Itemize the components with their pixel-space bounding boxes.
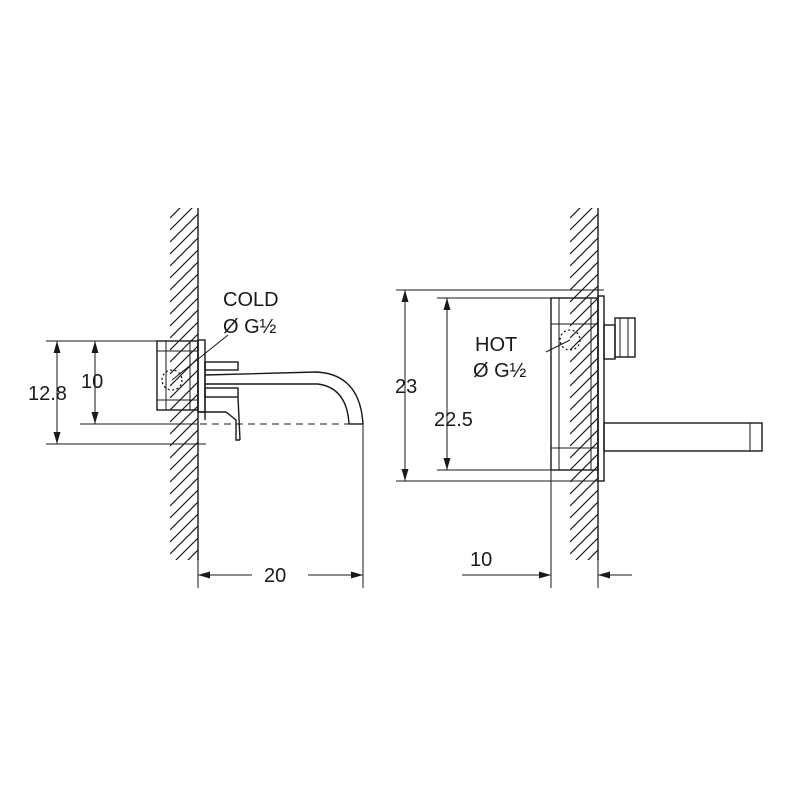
cold-thread-label: Ø G½ <box>223 316 277 338</box>
hatch-line <box>170 574 198 602</box>
dim-left-height-inner: 10 <box>81 371 103 393</box>
hatch-line <box>570 237 598 267</box>
hatch-line <box>170 309 198 339</box>
hatch-line <box>570 285 598 315</box>
hatch-line <box>170 261 198 291</box>
hatch-line <box>570 453 598 483</box>
hatch-line <box>570 489 598 519</box>
hatch-line <box>570 333 598 363</box>
hatch-line <box>570 562 598 590</box>
right-wall-hatching <box>570 208 598 614</box>
hatch-line <box>170 417 198 447</box>
hatch-line <box>570 525 598 555</box>
hatch-line <box>570 261 598 291</box>
hatch-line <box>170 525 198 555</box>
hatch-line <box>170 393 198 423</box>
hatch-line <box>170 369 198 399</box>
left-dimensions <box>46 334 364 588</box>
hatch-line <box>570 405 598 435</box>
right-dimensions <box>396 289 632 588</box>
hatch-line <box>170 586 198 614</box>
hot-label: HOT <box>475 334 517 356</box>
hatch-line <box>570 345 598 375</box>
right-mixer-body <box>550 297 599 471</box>
hatch-line <box>170 321 198 351</box>
dim-right-depth: 10 <box>470 549 492 571</box>
hatch-line <box>570 441 598 471</box>
hatch-line <box>170 297 198 327</box>
dim-right-height-inner: 22.5 <box>434 409 473 431</box>
right-view: HOT Ø G½ 23 22.5 10 <box>395 208 763 614</box>
hatch-line <box>170 477 198 507</box>
hatch-line <box>170 237 198 267</box>
hatch-line <box>170 208 181 219</box>
hatch-line <box>187 549 198 560</box>
hatch-line <box>570 208 581 219</box>
left-cover-plate <box>197 339 241 441</box>
hatch-line <box>570 213 598 243</box>
hatch-line <box>170 285 198 315</box>
hatch-line <box>570 208 593 231</box>
right-wall <box>570 208 599 614</box>
dim-right-height-outer: 23 <box>395 376 417 398</box>
hot-connection-circle <box>559 329 581 351</box>
hatch-line <box>570 369 598 399</box>
hatch-line <box>175 537 198 560</box>
hatch-line <box>170 441 198 471</box>
hatch-line <box>575 537 598 560</box>
hatch-line <box>570 297 598 327</box>
hatch-line <box>587 549 598 560</box>
hatch-line <box>170 208 193 231</box>
hatch-line <box>570 225 598 255</box>
hatch-line <box>570 417 598 447</box>
hatch-line <box>570 429 598 459</box>
hatch-line <box>570 249 598 279</box>
hatch-line <box>170 453 198 483</box>
hatch-line <box>170 381 198 411</box>
hatch-line <box>170 225 198 255</box>
hot-thread-label: Ø G½ <box>473 360 527 382</box>
left-wall-hatching <box>170 208 198 614</box>
cold-label: COLD <box>223 289 279 311</box>
hatch-line <box>570 381 598 411</box>
hatch-line <box>570 477 598 507</box>
cold-connection-circle <box>161 369 183 391</box>
hatch-line <box>570 586 598 614</box>
hatch-line <box>170 501 198 531</box>
hatch-line <box>570 501 598 531</box>
hatch-line <box>170 562 198 590</box>
hatch-line <box>170 489 198 519</box>
hatch-line <box>570 393 598 423</box>
hatch-line <box>570 357 598 387</box>
hatch-line <box>170 465 198 495</box>
hatch-line <box>170 333 198 363</box>
left-wall <box>170 208 199 614</box>
hatch-line <box>170 273 198 303</box>
dim-left-height-outer: 12.8 <box>28 383 67 405</box>
dim-left-projection: 20 <box>264 565 286 587</box>
hatch-line <box>570 321 598 351</box>
hatch-line <box>170 513 198 543</box>
hatch-line <box>570 513 598 543</box>
hatch-line <box>570 574 598 602</box>
right-spout <box>603 422 763 452</box>
left-view: COLD Ø G½ 12.8 10 20 <box>28 208 364 614</box>
hatch-line <box>170 213 198 243</box>
right-cover-plate <box>597 295 636 482</box>
left-spout <box>200 371 364 425</box>
hatch-line <box>170 249 198 279</box>
